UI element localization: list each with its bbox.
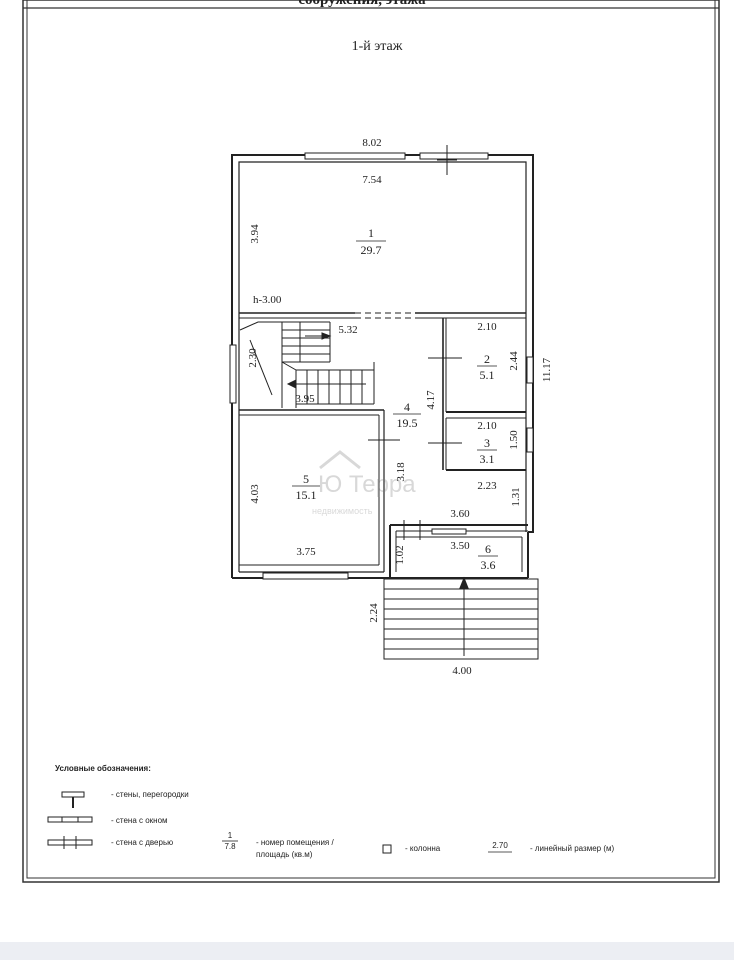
dim-room5-height: 4.03 [249,484,261,504]
dim-stairs-width: 4.00 [452,665,472,677]
inner-wall-main [238,161,527,572]
legend-dim-sample: 2.70 [492,841,508,850]
outer-wall-main [231,154,534,578]
room-2-area: 5.1 [480,368,495,382]
room-6-area: 3.6 [481,558,496,572]
walls [231,154,534,579]
staircase [239,321,375,408]
room-4-number: 4 [404,400,410,414]
dim-top-inner: 7.54 [362,174,382,186]
legend-walls-symbol-icon [61,791,85,808]
dim-right-lower-width: 2.23 [477,480,497,492]
floor-title: 1-й этаж [352,39,403,54]
dim-stair-side: 2.30 [247,348,259,368]
room-1-number: 1 [368,226,374,240]
legend-column-label: - колонна [405,844,441,853]
dim-porch-inner-width: 3.60 [450,508,470,520]
watermark: Ю Терра недвижимость [312,450,416,516]
dim-room3-height: 1.50 [508,430,520,450]
room-3: 3 3.1 [477,436,497,466]
legend-title: Условные обозначения: [55,764,151,773]
legend-room-label-1: - номер помещения / [256,838,334,847]
room-1: 1 29.7 [356,226,386,257]
room-6: 6 3.6 [478,542,498,572]
dim-room5-width: 3.75 [296,546,316,558]
room-6-number: 6 [485,542,491,556]
dim-room3-width: 2.10 [477,420,497,432]
bottom-bar [0,942,734,960]
header-title-fragment: сооружения, этажа [298,0,426,8]
dim-room1-height: 3.94 [249,224,261,244]
dim-porch-width: 3.50 [450,540,470,552]
dim-top-outer: 8.02 [362,137,381,149]
legend-door-symbol-icon [47,836,93,849]
room-labels: 1 29.7 2 5.1 3 3.1 4 19.5 5 15.1 6 3.6 [292,226,498,572]
legend-dim-label: - линейный размер (м) [530,844,614,853]
legend-column-symbol-icon [382,844,392,854]
windows [229,152,534,580]
room-3-number: 3 [484,436,490,450]
dim-right-lower-height: 1.31 [510,487,522,506]
room-3-area: 3.1 [480,452,495,466]
dim-ceiling-height: h-3.00 [253,294,282,306]
room-1-area: 29.7 [361,243,382,257]
room-5: 5 15.1 [292,472,320,502]
sheet-border-outer [22,0,720,883]
dim-stairs-depth: 2.24 [368,603,380,623]
dim-room2-height: 2.44 [508,351,520,371]
legend-window-symbol-icon [47,816,93,823]
room-4: 4 19.5 [393,400,421,430]
room-5-number: 5 [303,472,309,486]
dim-stair-bottom: 3.95 [295,393,315,405]
dim-stair-length: 5.32 [338,324,357,336]
legend: Условные обозначения: - стены, перегород… [47,764,614,859]
room-5-area: 15.1 [296,488,317,502]
room-4-area: 19.5 [397,416,418,430]
sheet-border-inner [26,0,716,879]
dim-hall-height: 4.17 [425,390,437,410]
room-2: 2 5.1 [477,352,497,382]
legend-room-sample-number: 1 [228,831,233,840]
watermark-sub: недвижимость [312,506,373,516]
legend-room-label-2: площадь (кв.м) [256,850,313,859]
room-2-number: 2 [484,352,490,366]
door-marks [368,357,462,540]
dim-room5-inner: 3.18 [395,462,407,482]
dimension-labels: 8.02 7.54 3.94 h-3.00 5.32 2.30 3.95 2.1… [247,137,553,677]
entrance-stairs [383,576,539,660]
legend-window-label: - стена с окном [111,816,168,825]
legend-door-label: - стена с дверью [111,838,173,847]
legend-walls-label: - стены, перегородки [111,790,189,799]
dim-total-height: 11.17 [541,357,553,382]
legend-room-sample-area: 7.8 [224,842,236,851]
watermark-brand: Ю Терра [318,471,416,498]
dim-room2-width: 2.10 [477,321,497,333]
dim-porch-depth: 1.02 [394,545,406,564]
